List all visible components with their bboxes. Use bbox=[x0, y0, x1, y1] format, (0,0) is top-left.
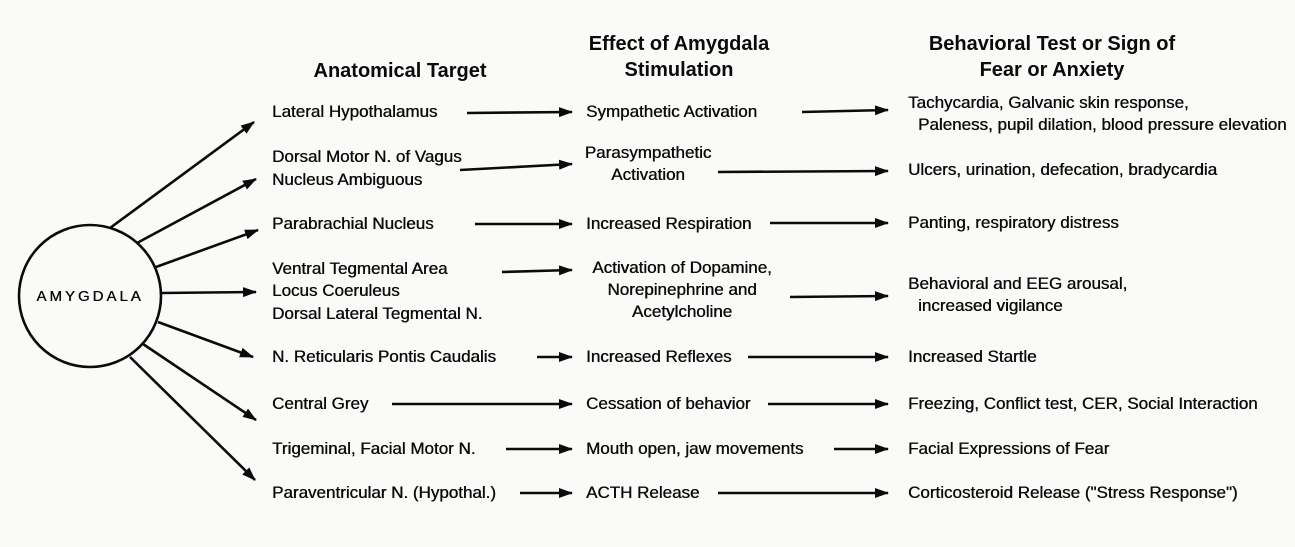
behavior-label: Facial Expressions of Fear bbox=[908, 439, 1110, 458]
target-label: N. Reticularis Pontis Caudalis bbox=[272, 347, 496, 366]
behavior-label: increased vigilance bbox=[918, 296, 1063, 315]
header-behavior: Behavioral Test or Sign of Fear or Anxie… bbox=[902, 31, 1202, 83]
arrow-amygdala-to-paraventricular bbox=[129, 356, 256, 481]
behavior-label: Panting, respiratory distress bbox=[908, 213, 1119, 232]
effect-block: Activation of Dopamine, Norepinephrine a… bbox=[584, 257, 780, 323]
behavior-label: Paleness, pupil dilation, blood pressure… bbox=[918, 115, 1287, 134]
arrow-row2-col1-col2 bbox=[459, 159, 573, 172]
effect-label: Sympathetic Activation bbox=[586, 102, 758, 121]
arrow-amygdala-to-parabrachial bbox=[155, 228, 259, 269]
arrow-row1-col2-col3 bbox=[801, 105, 889, 116]
header-behavior-line1: Behavioral Test or Sign of bbox=[928, 33, 1176, 55]
effect-label: Mouth open, jaw movements bbox=[586, 439, 804, 458]
target-label: Dorsal Lateral Tegmental N. bbox=[272, 304, 483, 323]
behavior-label: Freezing, Conflict test, CER, Social Int… bbox=[908, 394, 1258, 413]
arrow-row1-col1-col2 bbox=[466, 107, 573, 118]
effect-label: Acetylcholine bbox=[631, 302, 733, 321]
target-label: Parabrachial Nucleus bbox=[272, 214, 434, 233]
effect-label: Norepinephrine and bbox=[607, 280, 757, 299]
effect-label: Activation of Dopamine, bbox=[592, 258, 772, 277]
effect-block: Parasympathetic Activation bbox=[578, 142, 718, 186]
effect-label: Increased Reflexes bbox=[586, 347, 732, 366]
arrow-row4-col1-col2 bbox=[501, 265, 573, 276]
target-to-effect-arrows bbox=[392, 107, 573, 498]
target-label: Central Grey bbox=[272, 394, 369, 413]
effect-label: Cessation of behavior bbox=[586, 394, 751, 413]
behavior-label: Increased Startle bbox=[908, 347, 1037, 366]
arrow-amygdala-to-n-reticularis bbox=[157, 320, 254, 359]
effect-label: Increased Respiration bbox=[586, 214, 752, 233]
target-label: Ventral Tegmental Area bbox=[272, 259, 448, 278]
target-label: Dorsal Motor N. of Vagus bbox=[272, 147, 462, 166]
arrow-amygdala-to-lateral-hypothalamus bbox=[109, 120, 255, 230]
header-behavior-line2: Fear or Anxiety bbox=[979, 59, 1125, 81]
effect-label: ACTH Release bbox=[586, 483, 700, 502]
amygdala-circle bbox=[17, 223, 163, 369]
behavior-label: Corticosteroid Release ("Stress Response… bbox=[908, 483, 1238, 502]
arrow-amygdala-to-central-grey bbox=[142, 342, 257, 422]
arrow-row4-col2-col3 bbox=[789, 291, 889, 302]
target-label: Trigeminal, Facial Motor N. bbox=[272, 439, 476, 458]
behavior-label: Ulcers, urination, defecation, bradycard… bbox=[908, 160, 1217, 179]
effect-to-behavior-arrows bbox=[717, 105, 889, 498]
amygdala-node-label: AMYGDALA bbox=[36, 288, 144, 305]
radiating-arrows bbox=[109, 120, 259, 481]
target-label: Paraventricular N. (Hypothal.) bbox=[272, 483, 496, 502]
header-anatomical-target: Anatomical Target bbox=[313, 60, 487, 82]
target-label: Locus Coeruleus bbox=[272, 281, 400, 300]
behavior-label: Tachycardia, Galvanic skin response, bbox=[908, 93, 1189, 112]
target-label: Lateral Hypothalamus bbox=[272, 102, 438, 121]
effect-label: Activation bbox=[611, 165, 685, 184]
arrow-row2-col2-col3 bbox=[717, 166, 889, 177]
arrow-amygdala-to-locus-coeruleus bbox=[160, 287, 257, 298]
header-effect-line1: Effect of Amygdala bbox=[588, 33, 770, 55]
effect-label: Parasympathetic bbox=[584, 143, 712, 162]
header-effect-line2: Stimulation bbox=[624, 59, 734, 81]
target-label: Nucleus Ambiguous bbox=[272, 170, 423, 189]
header-effect: Effect of Amygdala Stimulation bbox=[569, 31, 789, 83]
behavior-label: Behavioral and EEG arousal, bbox=[908, 274, 1128, 293]
arrow-amygdala-to-nucleus-ambiguous bbox=[136, 177, 257, 245]
